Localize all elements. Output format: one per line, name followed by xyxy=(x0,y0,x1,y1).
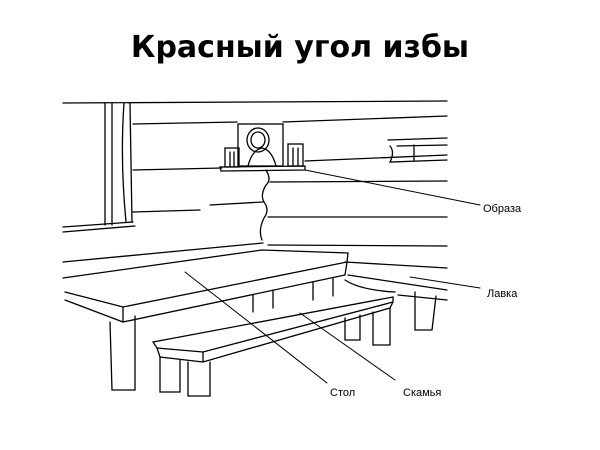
main-icon xyxy=(237,123,284,167)
leader-bench xyxy=(299,312,396,381)
label-table: Стол xyxy=(330,387,355,399)
leader-lines xyxy=(184,169,481,384)
leader-wall-bench xyxy=(409,276,481,289)
towel xyxy=(387,137,448,163)
label-bench: Скамья xyxy=(403,387,441,399)
leader-icons xyxy=(304,169,481,206)
label-icons: Образа xyxy=(483,203,522,215)
small-icon-right xyxy=(287,143,304,167)
leader-table xyxy=(184,271,328,384)
small-icon-left xyxy=(224,147,240,168)
icons-shelf xyxy=(219,123,306,172)
label-wall-bench: Лавка xyxy=(487,288,518,300)
slide-title: Красный угол избы xyxy=(130,30,470,65)
log-walls xyxy=(62,100,448,269)
table xyxy=(62,249,349,391)
bench xyxy=(151,296,394,397)
wall-bench xyxy=(344,274,448,331)
